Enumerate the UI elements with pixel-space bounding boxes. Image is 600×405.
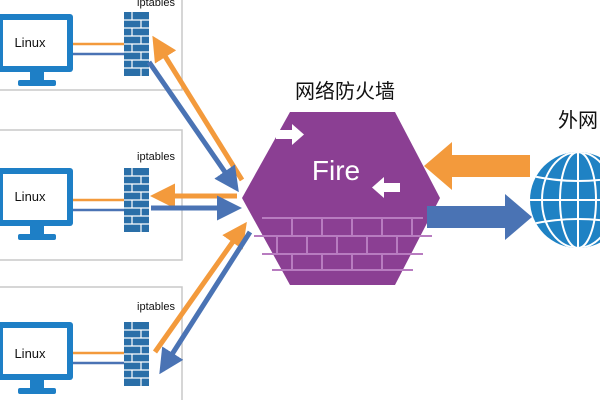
linux-label: Linux bbox=[14, 346, 46, 361]
desktop-monitor-icon bbox=[0, 14, 73, 86]
orange-arrow bbox=[152, 221, 247, 354]
desktop-monitor-icon bbox=[0, 322, 73, 394]
traffic-arrows bbox=[146, 35, 253, 375]
network-firewall-hexagon: Fire bbox=[242, 112, 440, 285]
outbound-arrow-icon bbox=[372, 177, 400, 198]
internet-label: 外网 bbox=[558, 108, 598, 132]
globe-icon bbox=[530, 152, 600, 248]
iptables-label: iptables bbox=[137, 0, 175, 9]
brick-firewall-icon bbox=[124, 12, 149, 76]
iptables-label: iptables bbox=[137, 301, 175, 313]
node-panel bbox=[0, 0, 183, 91]
iptables-label: iptables bbox=[137, 151, 175, 163]
linux-node-1: iptables Linux bbox=[0, 0, 183, 91]
desktop-monitor-icon bbox=[0, 168, 73, 240]
internet-traffic bbox=[424, 142, 532, 240]
linux-label: Linux bbox=[14, 35, 46, 50]
brick-wall-pattern bbox=[254, 217, 432, 271]
linux-node-3: iptables Linux bbox=[0, 286, 183, 405]
firewall-title: 网络防火墙 bbox=[295, 79, 395, 103]
linux-node-2: iptables Linux bbox=[0, 129, 183, 261]
inbound-arrow-icon bbox=[276, 124, 304, 145]
brick-firewall-icon bbox=[124, 322, 149, 386]
blue-arrow bbox=[146, 60, 239, 193]
orange-arrow bbox=[152, 35, 245, 182]
outgoing-blue-arrow bbox=[427, 194, 532, 240]
linux-label: Linux bbox=[14, 189, 46, 204]
brick-firewall-icon bbox=[124, 168, 149, 232]
blue-arrow bbox=[159, 230, 253, 375]
fire-word: Fire bbox=[312, 155, 360, 186]
incoming-orange-arrow bbox=[424, 142, 530, 190]
